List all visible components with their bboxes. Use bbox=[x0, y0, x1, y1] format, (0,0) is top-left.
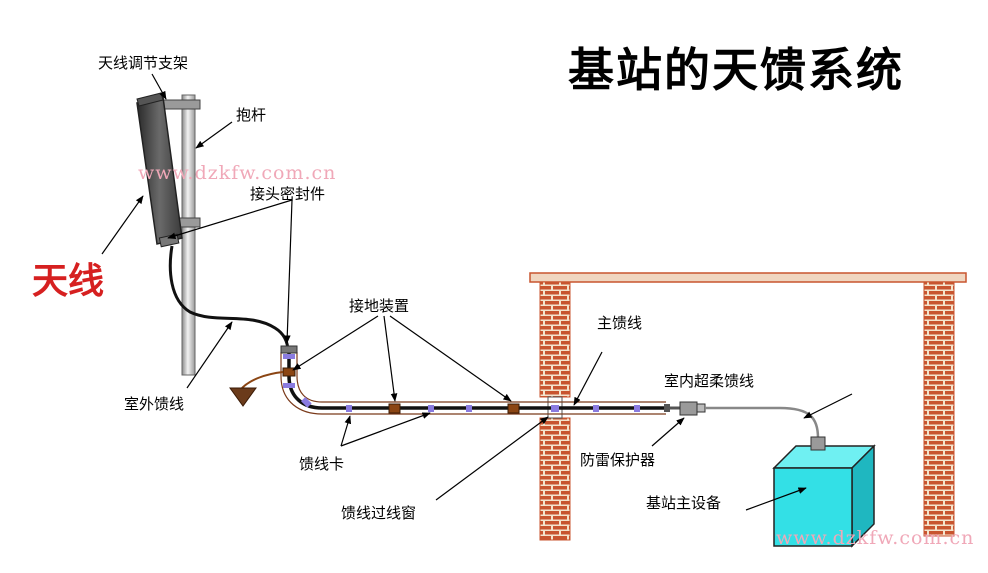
label-pole: 抱杆 bbox=[236, 106, 267, 124]
bts-connector bbox=[810, 436, 826, 451]
ground-lead bbox=[241, 371, 284, 389]
pole bbox=[181, 94, 196, 376]
wall-lower-left bbox=[539, 417, 571, 541]
label-lightning-protector: 防雷保护器 bbox=[580, 451, 656, 469]
roof-slab bbox=[529, 272, 967, 283]
label-feeder-clip: 馈线卡 bbox=[299, 455, 345, 473]
feeder-top-cap bbox=[280, 345, 298, 354]
page-title: 基站的天馈系统 bbox=[568, 43, 904, 97]
label-connector-seal: 接头密封件 bbox=[250, 185, 326, 203]
wall-upper-left bbox=[539, 281, 571, 398]
bts-equipment bbox=[772, 436, 876, 548]
feeder-end-connector bbox=[664, 404, 670, 412]
feeder-clips bbox=[283, 354, 640, 412]
watermark-bottom: www.dzkfw.com.cn bbox=[776, 527, 975, 549]
feeder-sheath-inner bbox=[296, 352, 666, 403]
label-grounding: 接地装置 bbox=[349, 297, 410, 315]
watermark-top: www.dzkfw.com.cn bbox=[138, 162, 337, 184]
main-feeder-cable bbox=[287, 352, 666, 410]
indoor-jumper-cable bbox=[705, 406, 820, 439]
label-feeder-window: 馈线过线窗 bbox=[341, 504, 417, 522]
pointer-lines bbox=[101, 73, 853, 511]
label-indoor-jumper: 室内超柔馈线 bbox=[664, 372, 755, 390]
lightning-protector bbox=[679, 401, 698, 416]
ground-symbol bbox=[229, 387, 257, 407]
label-outdoor-feeder: 室外馈线 bbox=[124, 395, 185, 413]
label-main-feeder: 主馈线 bbox=[597, 314, 643, 332]
label-bts-equipment: 基站主设备 bbox=[646, 494, 722, 512]
feeder-sheath bbox=[280, 352, 666, 415]
label-bracket: 天线调节支架 bbox=[98, 54, 189, 72]
building bbox=[529, 272, 967, 541]
label-antenna: 天线 bbox=[32, 261, 105, 302]
wall-right bbox=[923, 281, 955, 537]
